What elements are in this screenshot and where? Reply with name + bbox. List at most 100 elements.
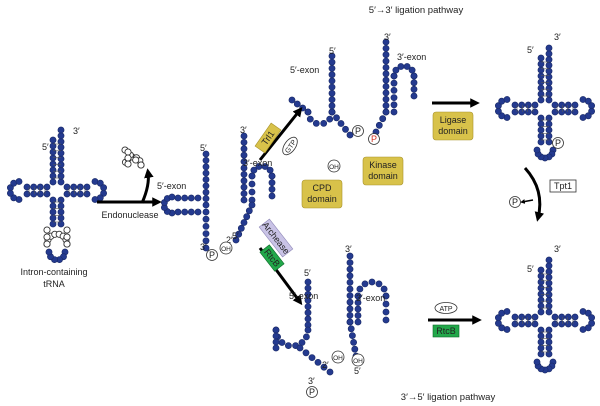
nucleotide — [202, 244, 210, 252]
hydroxyl-bottom-b: OH — [351, 353, 365, 367]
intron-nucleotide — [124, 160, 132, 168]
label-5-end-ligated-top: 5′ — [527, 45, 534, 55]
label-3-exon-bottom: 3′-exon — [356, 293, 385, 303]
nucleotide — [248, 188, 256, 196]
nucleotide — [551, 108, 559, 116]
nucleotide — [320, 120, 328, 127]
nucleotide — [545, 50, 553, 58]
nucleotide — [248, 180, 256, 188]
nucleotide — [390, 108, 398, 116]
intron-nucleotide — [132, 156, 140, 164]
nucleotide — [272, 326, 280, 334]
svg-text:P: P — [209, 250, 215, 260]
nucleotide — [537, 84, 545, 92]
nucleotide — [268, 172, 276, 180]
gtp-badge: GTP — [282, 136, 298, 156]
nucleotide — [202, 201, 210, 209]
svg-text:Kinase: Kinase — [369, 160, 397, 170]
nucleotide — [202, 163, 210, 171]
nucleotide — [564, 320, 572, 328]
nucleotide — [564, 313, 572, 321]
nucleotide — [511, 101, 519, 109]
nucleotide — [545, 120, 553, 128]
nucleotide — [537, 132, 545, 140]
nucleotide — [328, 108, 336, 116]
svg-text:Ligase: Ligase — [440, 115, 467, 125]
nucleotide — [320, 363, 328, 371]
nucleotide — [240, 183, 248, 191]
nucleotide — [518, 101, 526, 109]
nucleotide — [272, 332, 280, 340]
nucleotide — [571, 313, 579, 321]
nucleotide — [49, 166, 57, 174]
nucleotide — [202, 182, 210, 190]
nucleotide — [348, 332, 356, 339]
phosphate-released: P — [509, 196, 521, 208]
svg-text:P: P — [309, 387, 315, 397]
nucleotide — [390, 79, 398, 87]
nucleotide — [346, 311, 354, 319]
nucleotide — [245, 207, 253, 215]
nucleotide — [545, 73, 553, 81]
nucleotide — [408, 66, 416, 74]
intron-nucleotide — [43, 233, 51, 241]
phosphate-bottom: P — [306, 386, 318, 398]
svg-text:OH: OH — [221, 246, 231, 253]
nucleotide — [43, 183, 51, 191]
nucleotide — [584, 309, 592, 317]
nucleotide — [545, 256, 553, 264]
nucleotide — [174, 208, 182, 216]
label-5-end-cleaved: 5′ — [200, 143, 207, 153]
nucleotide — [304, 278, 312, 286]
ligase-domain-tag: Ligase domain — [432, 111, 474, 141]
nucleotide — [268, 192, 276, 200]
nucleotide — [537, 66, 545, 74]
label-2-pos-bottom: 2′ — [322, 360, 329, 370]
base-pair-lines — [28, 61, 574, 353]
rtcb-tag-right: RtcB — [432, 324, 460, 338]
label-3-end-bottom: 3′ — [345, 244, 352, 254]
nucleotide — [10, 194, 18, 202]
label-endonuclease: Endonuclease — [101, 210, 158, 220]
nucleotide — [531, 320, 539, 328]
nucleotide — [57, 220, 65, 228]
nucleotide — [250, 166, 258, 174]
nucleotide — [346, 318, 354, 326]
nucleotide — [494, 314, 502, 322]
nucleotide — [354, 305, 362, 313]
nucleotide — [382, 316, 390, 324]
nucleotide — [237, 224, 245, 232]
nucleotide — [100, 184, 107, 192]
nucleotide — [518, 313, 526, 321]
nucleotide — [545, 44, 553, 52]
nucleotide — [240, 145, 248, 153]
nucleotide — [347, 325, 355, 333]
label-3-end-cleaved: 3′ — [240, 125, 247, 135]
nucleotide — [202, 169, 210, 177]
nucleotide — [83, 190, 91, 198]
nucleotide — [49, 208, 57, 216]
label-5-exon-bottom: 5′-exon — [289, 291, 318, 301]
nucleotide — [392, 66, 400, 74]
label-5-end: 5′ — [42, 142, 49, 152]
nucleotide — [49, 136, 57, 144]
nucleotide — [76, 190, 84, 198]
nucleotide — [584, 97, 592, 105]
svg-text:domain: domain — [368, 171, 398, 181]
nucleotide — [545, 262, 553, 270]
nucleotide — [261, 163, 269, 170]
nucleotide — [494, 319, 502, 327]
nucleotide — [346, 131, 354, 139]
nucleotide — [248, 172, 256, 180]
nucleotide — [45, 248, 53, 256]
nucleotide — [551, 313, 559, 321]
nucleotide — [76, 183, 84, 191]
nucleotide — [30, 183, 38, 191]
label-3-exon-top: 3′-exon — [397, 52, 426, 62]
label-5-pos-bottom: 5′ — [354, 366, 361, 376]
svg-text:Tpt1: Tpt1 — [554, 181, 572, 191]
nucleotide — [354, 312, 362, 319]
nucleotide — [524, 313, 532, 321]
intron-nucleotide — [124, 148, 132, 156]
nucleotide — [390, 94, 398, 101]
